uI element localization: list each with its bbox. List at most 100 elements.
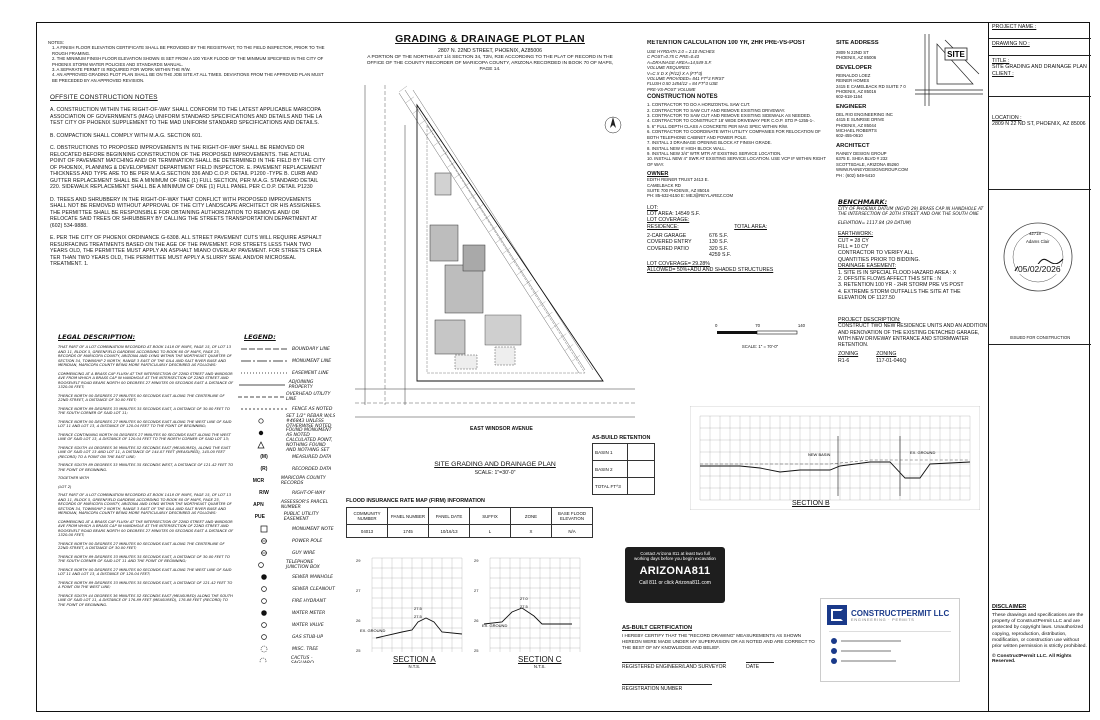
project-header: PROJECT DESCRIPTION: bbox=[838, 317, 901, 323]
svg-text:25: 25 bbox=[356, 648, 361, 653]
flood-column-header: PANEL NUMBER bbox=[387, 507, 429, 525]
legal-paragraph: THENCE SOUTH 44 DEGREES 36 MINUTES 52 SE… bbox=[58, 445, 231, 459]
legend-label: RIGHT-OF-WAY bbox=[292, 490, 326, 496]
retention-line: USE HYRDATA 2.0 = 2.10 INCHES bbox=[647, 49, 715, 54]
section-a-caption: SECTION A N.T.S. bbox=[393, 655, 436, 669]
benchmark-elevation: ELEVATION= 1117.84 (29 DATUM) bbox=[838, 220, 912, 226]
drainage-line: 4. EXTREME STORM OUTFALLS THE SITE AT TH… bbox=[838, 288, 961, 302]
legend-label: GAS STUB-UP bbox=[292, 634, 324, 640]
section-b-label-basin: NEW BASIN bbox=[808, 452, 831, 457]
owner-line: CAMELBACK RD bbox=[647, 182, 681, 188]
flood-value-cell: N/A bbox=[551, 524, 593, 538]
developer-line: REINER HOMES bbox=[836, 78, 870, 84]
title-label: TITLE : bbox=[992, 58, 1010, 64]
drainage-line: 2. OFFSITE FLOWS AFFECT THIS SITE : N bbox=[838, 276, 941, 283]
developer-line: 602-618-1164 bbox=[836, 94, 863, 100]
offsite-note-item: D. TREES AND SHRUBBERY IN THE RIGHT-OF-W… bbox=[50, 196, 322, 229]
earthwork-header: EARTHWORK: bbox=[838, 231, 874, 238]
az811-brand: ARIZONA811 bbox=[639, 565, 711, 577]
earthwork-line: FILL = 10 CY bbox=[838, 244, 869, 251]
legend-label: WATER METER bbox=[292, 610, 326, 616]
copyright-text: © ConstructPermit LLC. All Rights Reserv… bbox=[992, 654, 1072, 665]
legend-label: RECORDED DATA bbox=[292, 466, 332, 472]
legend-symbol-icon bbox=[236, 549, 292, 557]
site-plan-drawing bbox=[335, 85, 640, 467]
site-address-line: 2807 N. 22ND STREET, PHOENIX, AZ85006 bbox=[437, 48, 543, 54]
company-logo-icon bbox=[827, 605, 847, 625]
section-a-label-1: 27.5 bbox=[414, 606, 423, 611]
asbuilt-cert-text: I HEREBY CERTIFY THAT THE "RECORD DRAWIN… bbox=[622, 633, 815, 650]
legend-symbol-icon bbox=[236, 369, 292, 377]
legend-symbol-icon bbox=[236, 621, 292, 629]
site-address-line-item: 2809 N 22ND ST bbox=[836, 50, 869, 55]
legend-label: WATER VALVE bbox=[292, 622, 324, 628]
legend-symbol-icon bbox=[236, 381, 289, 389]
svg-text:27: 27 bbox=[474, 588, 479, 593]
legend-label: ASSESSOR'S PARCEL NUMBER bbox=[280, 500, 329, 510]
legal-paragraph: THENCE NORTH 00 DEGREES 27 MINUTES 00 SE… bbox=[58, 393, 225, 403]
title-block: PROJECT NAME : DRAWING NO : TITLE : SITE… bbox=[988, 22, 1091, 712]
legal-paragraph: THENCE NORTH 89 DEGREES 33 MINUTES 35 SE… bbox=[58, 580, 233, 590]
company-tagline: ENGINEERING · PERMITS bbox=[851, 617, 915, 622]
legend-symbol-icon bbox=[236, 429, 286, 437]
az811-badge: Contact Arizona 811 at least two full wo… bbox=[625, 547, 725, 603]
flood-column-header: COMMUNITY NUMBER bbox=[346, 507, 388, 525]
project-name-label: PROJECT NAME : bbox=[989, 22, 1091, 39]
section-a-title: SECTION A bbox=[393, 655, 436, 664]
company-name: CONSTRUCTPERMIT LLC bbox=[851, 608, 950, 618]
section-c-label-1: 27.0 bbox=[520, 596, 529, 601]
legend-symbol-icon bbox=[236, 525, 292, 533]
note-item: 2. THE MINIMUM FINISH FLOOR ELEVATION SH… bbox=[52, 56, 324, 67]
legal-paragraph: TOGETHER WITH bbox=[58, 476, 90, 480]
flood-column-header: ZONE bbox=[510, 507, 552, 525]
benchmark-column: BENCHMARK: CITY OF PHOENIX DATUM (NGVD 2… bbox=[838, 198, 988, 340]
retention-line: C POST=0.75 C PRE=0.43 bbox=[647, 54, 700, 60]
legend-symbol-icon bbox=[236, 441, 286, 449]
construction-note-item: 6. CONTRACTOR TO COORDINATE WITH UTILITY… bbox=[647, 129, 821, 140]
legend-symbol-icon bbox=[236, 585, 292, 593]
note-item: 3. A SEPARATE PERMIT IS REQUIRED FOR WOR… bbox=[52, 67, 191, 73]
legal-paragraph: COMMENCING AT A BRASS CAP FLUSH AT THE I… bbox=[58, 371, 234, 390]
lot-coverage-pct: LOT COVERAGE= 29.28% bbox=[647, 260, 710, 267]
legal-paragraph: THENCE SOUTH 44 DEGREES 36 MINUTES 52 SE… bbox=[58, 593, 233, 607]
asbuilt-retention-row: BASIN 2 bbox=[592, 460, 655, 478]
legend-symbol-icon: APN bbox=[253, 502, 264, 508]
scale-tick-0: 0 bbox=[715, 323, 718, 328]
legend-label: CACTUS - SAGUARO bbox=[290, 656, 314, 663]
stamp-issued: ISSUED FOR CONSTRUCTION bbox=[1009, 334, 1071, 340]
benchmark-text: CITY OF PHOENIX DATUM (NGVD 29) BRASS CA… bbox=[838, 207, 984, 218]
offsite-note-item: C. OBSTRUCTIONS TO PROPOSED IMPROVEMENTS… bbox=[50, 145, 326, 190]
legend-item: MONUMENT LINE bbox=[236, 355, 336, 367]
section-b-title: SECTION B bbox=[792, 500, 830, 507]
legal-paragraph: COMMENCING AT A BRASS CAP FLUSH AT THE I… bbox=[58, 519, 234, 538]
retention-line: FLUSH 0.50 1454/12 = 84 FT^3 USE bbox=[647, 81, 718, 87]
construction-note-item: 9. INSTALL NEW 3/4" WTR MTR AT EXISTING … bbox=[647, 150, 782, 156]
legal-header: LEGAL DESCRIPTION: bbox=[58, 333, 136, 341]
sketch-site-label: SITE bbox=[947, 50, 965, 59]
architect-line: 6375 E. SHEA BLVD # 232 bbox=[836, 156, 888, 162]
client-label: CLIENT : bbox=[992, 70, 1014, 77]
offsite-note-item: B. COMPACTION SHALL COMPLY WITH M.A.G. S… bbox=[50, 132, 203, 139]
legend-label: MONUMENT NOTE bbox=[292, 526, 334, 532]
legend-header: LEGEND: bbox=[244, 333, 276, 341]
site-address-header: SITE ADDRESS bbox=[836, 40, 879, 46]
retention-line: VOLUME REQUIRED: bbox=[647, 65, 691, 71]
engineer-line: 602-455-0610 bbox=[836, 133, 863, 139]
svg-text:29: 29 bbox=[474, 558, 479, 563]
section-b-drawing: NEW BASIN EX. GROUND bbox=[690, 406, 980, 510]
zoning-header: ZONING bbox=[838, 351, 859, 358]
legend-label: BOUNDARY LINE bbox=[292, 346, 330, 352]
legend-label: FIRE HYDRANT bbox=[292, 598, 326, 604]
note-item: 1. A FINISH FLOOR ELEVATION CERTIFICATE … bbox=[52, 45, 325, 56]
legend-item: WATER METER bbox=[236, 607, 336, 619]
engineer-line: 4415 E SUNRISE DRIVE bbox=[836, 117, 885, 123]
zoning-value: R1-6 bbox=[838, 357, 850, 364]
architect-line: WWW.RAINEYDESIGNGROUP.COM bbox=[836, 167, 909, 173]
lot-coverage-header: LOT COVERAGE: bbox=[647, 217, 690, 224]
developer-line: REINALDO LOEZ bbox=[836, 72, 871, 78]
notes-block: NOTES: 1. A FINISH FLOOR ELEVATION CERTI… bbox=[48, 40, 328, 90]
disclaimer-header: DISCLAIMER bbox=[992, 604, 1027, 610]
